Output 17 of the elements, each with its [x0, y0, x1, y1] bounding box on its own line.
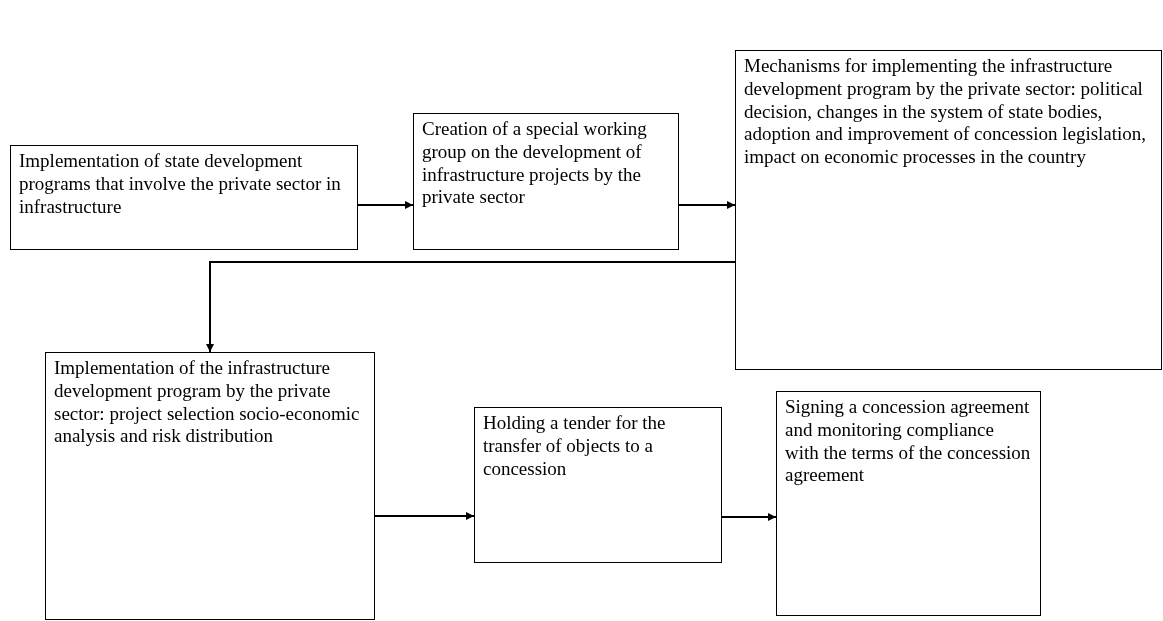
- arrow: [206, 261, 736, 353]
- box-text: Signing a concession agreement and monitoring compliance with the terms of the concession agreement: [785, 396, 1032, 488]
- box-text: Implementation of state development programs that involve the private sector in infrastructure: [19, 150, 342, 219]
- arrow: [678, 201, 736, 209]
- process-box: [413, 113, 679, 250]
- box-text: Implementation of the infrastructure development program by the private sector: project selection socio-economic analysis and risk distribution: [54, 357, 361, 449]
- box-text: Holding a tender for the transfer of objects to a concession: [483, 412, 667, 481]
- process-box: [474, 407, 722, 563]
- process-box: [776, 391, 1041, 616]
- arrow: [357, 201, 414, 209]
- box-text: Creation of a special working group on the development of infrastructure projects by the private sector: [422, 118, 648, 210]
- arrow: [374, 512, 475, 520]
- process-box: [45, 352, 375, 620]
- process-box: [735, 50, 1162, 370]
- arrow: [721, 513, 777, 521]
- process-box: [10, 145, 358, 250]
- box-text: Mechanisms for implementing the infrastructure development program by the private sector: political decision, changes in the system of state bodies, adoption and improvement of concession legislation, impact on economic processes in the country: [744, 55, 1148, 169]
